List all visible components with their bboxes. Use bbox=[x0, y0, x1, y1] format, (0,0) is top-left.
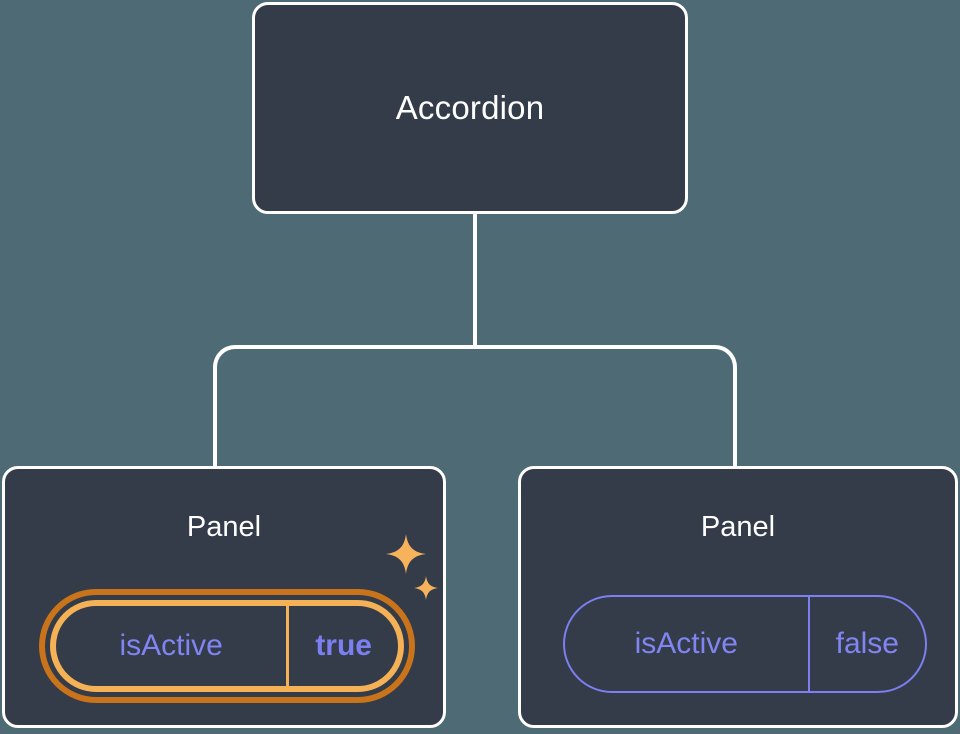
prop-pill-isactive-false[interactable]: isActive false bbox=[563, 595, 927, 693]
connector-elbow-left bbox=[213, 345, 477, 469]
connector-elbow-right bbox=[473, 345, 737, 469]
tree-node-panel-active[interactable]: Panel isActive true bbox=[2, 466, 446, 728]
prop-key-label: isActive bbox=[119, 629, 223, 662]
node-title-panel-left: Panel bbox=[186, 511, 262, 543]
prop-value-label: true bbox=[286, 606, 398, 686]
tree-node-panel-inactive[interactable]: Panel isActive false bbox=[518, 466, 958, 728]
sparkle-small-icon bbox=[414, 576, 438, 605]
sparkle-large-icon bbox=[386, 534, 426, 579]
node-title-panel-right: Panel bbox=[700, 511, 776, 543]
prop-key-label: isActive bbox=[634, 627, 738, 660]
tree-node-accordion[interactable]: Accordion bbox=[252, 2, 688, 214]
prop-pill-inner-ring: isActive true bbox=[50, 600, 404, 692]
connector-trunk bbox=[473, 214, 477, 349]
node-title-accordion: Accordion bbox=[395, 89, 545, 126]
prop-value-label: false bbox=[807, 597, 925, 691]
prop-pill-isactive-true[interactable]: isActive true bbox=[39, 589, 415, 703]
